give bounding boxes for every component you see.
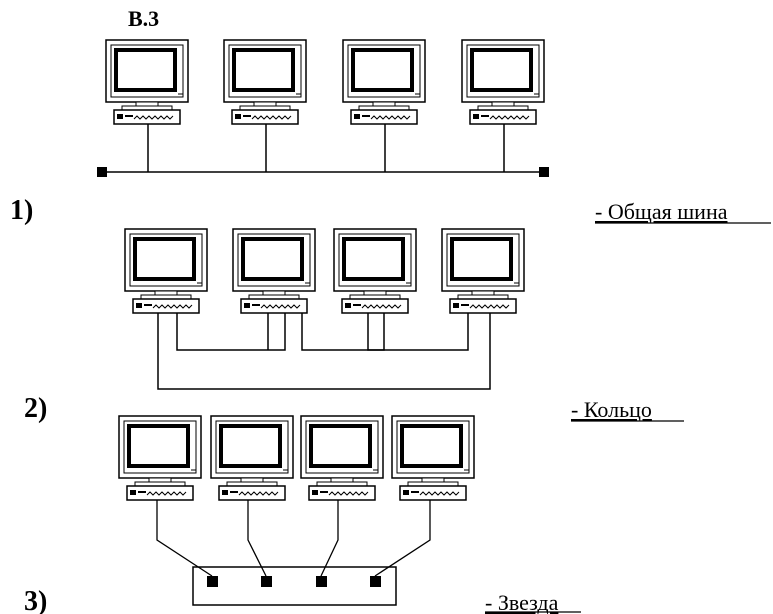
computer-3 xyxy=(299,414,385,502)
bus-topology xyxy=(97,38,549,177)
computer-1 xyxy=(123,227,209,315)
computer-4 xyxy=(390,414,476,502)
ring-cable xyxy=(157,313,491,390)
bus-cable xyxy=(103,124,545,173)
computer-2 xyxy=(209,414,295,502)
computer-2 xyxy=(222,38,308,126)
computer-1 xyxy=(104,38,190,126)
star-cables xyxy=(156,500,431,577)
diagram-1-caption: - Общая шина xyxy=(595,199,728,224)
star-topology xyxy=(117,414,476,606)
diagram-1-number: 1) xyxy=(10,195,33,226)
computer-3 xyxy=(341,38,427,126)
ring-topology xyxy=(123,227,526,390)
computer-2 xyxy=(231,227,317,315)
computer-1 xyxy=(117,414,203,502)
bus-terminator-left xyxy=(97,167,107,177)
hub-ports xyxy=(207,576,381,587)
bus-terminator-right xyxy=(539,167,549,177)
diagram-2-number: 2) xyxy=(24,393,47,424)
computer-4 xyxy=(440,227,526,315)
hub xyxy=(192,566,397,606)
diagram-3-caption: - Звезда xyxy=(485,590,559,614)
page-title: В.3 xyxy=(128,6,159,31)
diagram-2-caption: - Кольцо xyxy=(571,397,652,422)
diagram-3-number: 3) xyxy=(24,586,47,614)
computer-4 xyxy=(460,38,546,126)
computer-3 xyxy=(332,227,418,315)
